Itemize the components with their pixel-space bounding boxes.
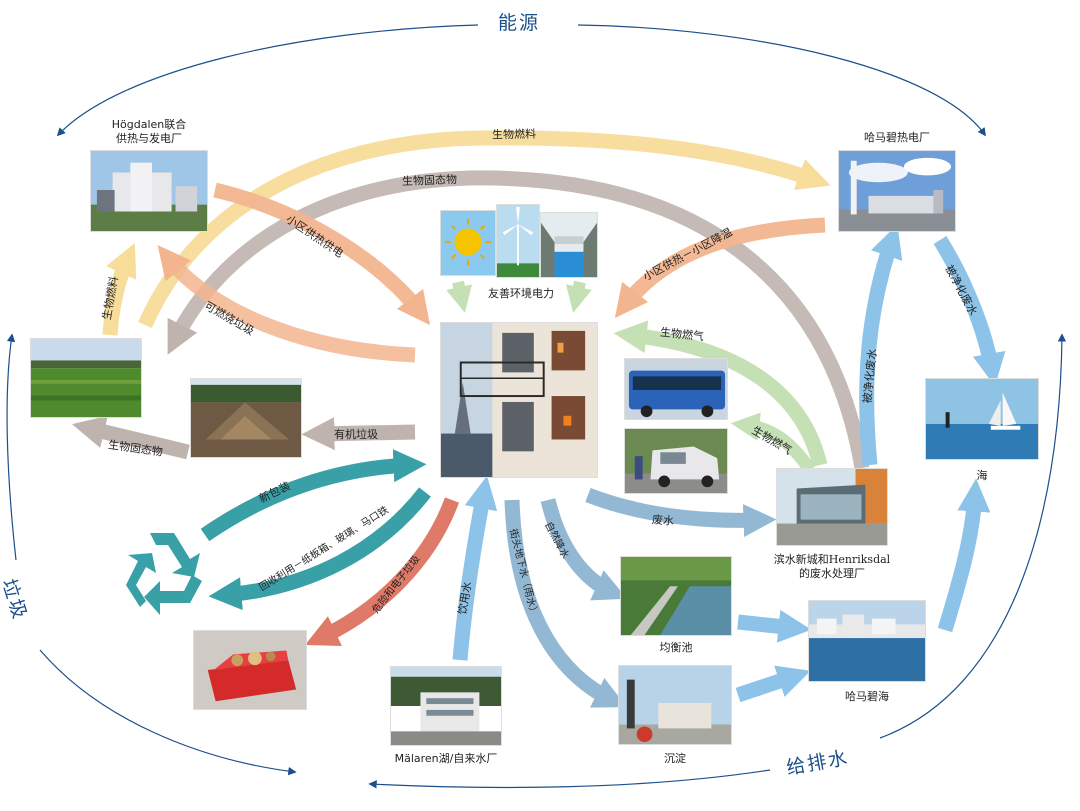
purified-down-arrow — [933, 236, 1006, 387]
hydropower-icon — [541, 213, 597, 277]
sediment-to-sea-arrow — [735, 665, 811, 703]
van-photo — [624, 428, 728, 494]
hammarby-plant-photo — [838, 150, 956, 232]
sun-icon — [444, 218, 492, 266]
street-runoff-arrow — [504, 499, 627, 708]
wastewater-plant-caption: 滨水新城和Henriksdal 的废水处理厂 — [773, 553, 891, 580]
water-arc-right — [879, 333, 1067, 739]
malaren-caption: Mälaren湖/自来水厂 — [394, 752, 498, 765]
biofuel-top-arrow — [138, 130, 831, 329]
hogdalen-caption: Högdalen联合 供热与发电厂 — [111, 118, 187, 145]
field-photo — [30, 338, 142, 418]
biofuel-left-arrow — [102, 242, 137, 336]
organic-waste-arrow — [301, 417, 416, 451]
pond-to-sea-arrow — [737, 609, 812, 643]
wastewater-flow-label: 废水 — [651, 513, 675, 528]
waste-arc-down — [39, 649, 297, 776]
eco-power-arrow-1 — [446, 280, 473, 313]
combustible-waste-arrow — [157, 245, 416, 363]
district-heat-power-arrow — [213, 182, 431, 326]
hogdalen-plant-photo — [90, 150, 208, 232]
recycle-icon — [126, 533, 202, 615]
wind-turbine-icon — [502, 206, 534, 266]
eco-power-arrow-2 — [565, 280, 592, 313]
bus-photo — [624, 358, 728, 420]
district-heat-cool-arrow — [614, 217, 826, 319]
hammarby-to-sea-arrow — [937, 478, 991, 633]
sediment-caption: 沉淀 — [664, 752, 686, 765]
biogas-arrow-2 — [730, 412, 816, 474]
energy-label: 能源 — [498, 12, 541, 34]
energy-arc-left — [56, 24, 479, 137]
equalizing-pond-photo — [620, 556, 732, 636]
organic-waste-label: 有机垃圾 — [334, 428, 378, 441]
wind-photo — [496, 204, 540, 278]
new-packaging-arrow — [200, 449, 427, 542]
hydropower-photo — [540, 212, 598, 278]
wastewater-arrow — [585, 487, 777, 538]
equalizing-pond-caption: 均衡池 — [659, 641, 693, 654]
compost-photo — [190, 378, 302, 458]
hammarby-sea-photo — [808, 600, 926, 682]
biofuel-top-label: 生物燃料 — [491, 127, 537, 142]
hammarby-sea-caption: 哈马碧海 — [845, 690, 889, 703]
hammarby-plant-caption: 哈马碧热电厂 — [864, 131, 930, 144]
biosolids-left-arrow — [71, 415, 190, 460]
wastewater-plant-photo — [776, 468, 888, 546]
sediment-photo — [618, 665, 732, 745]
recycle-arrow — [208, 487, 431, 611]
biogas-arrow-1 — [613, 320, 828, 467]
eco-power-caption: 友善环境电力 — [488, 287, 554, 300]
building-photo — [440, 322, 598, 478]
natural-runoff-arrow — [540, 498, 628, 601]
drinking-water-arrow — [452, 475, 498, 661]
water-arc-bottom — [368, 769, 771, 789]
sea-photo — [925, 378, 1039, 460]
solar-photo — [440, 210, 496, 276]
hazardous-box-photo — [193, 630, 307, 710]
hazardous-arrow — [305, 497, 460, 646]
biosolids-top-label: 生物固态物 — [401, 173, 458, 188]
purified-up-arrow — [859, 224, 903, 466]
waste-arc-up — [6, 333, 17, 561]
energy-arc-right — [577, 24, 986, 137]
sea-caption: 海 — [976, 469, 988, 482]
malaren-photo — [390, 666, 502, 746]
biosolids-top-arrow — [167, 170, 870, 470]
